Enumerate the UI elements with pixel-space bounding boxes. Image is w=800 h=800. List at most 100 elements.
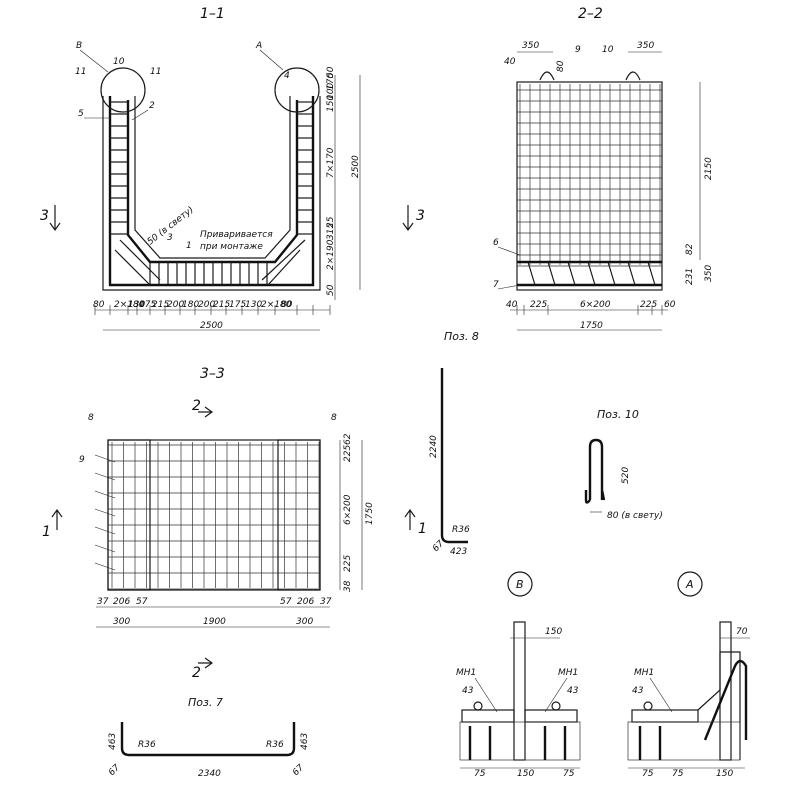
right-wall-stirrups (297, 101, 313, 235)
dim-value: 80 (93, 300, 105, 310)
mark-3: 3 (167, 233, 173, 243)
dim-value: 225 (343, 445, 353, 462)
position-7-detail: Поз. 7 463 463 R36 R36 2340 67 67 (107, 696, 310, 779)
section-title: 2–2 (578, 6, 603, 22)
cut-arrow (51, 508, 63, 530)
leader (131, 109, 149, 121)
leader (79, 49, 109, 73)
dim-value: 130 (245, 300, 262, 310)
leader (649, 677, 673, 713)
dim-value: 6×200 (580, 300, 611, 310)
dim-value: 215 (152, 300, 169, 310)
plate-label: МН1 (456, 668, 476, 678)
mark-6: 6 (493, 238, 499, 248)
dim-150: 150 (545, 627, 562, 637)
mark-7: 7 (493, 280, 499, 290)
post (513, 621, 526, 761)
dim-value: 38 (343, 580, 353, 592)
dim-value: 300 (113, 617, 130, 627)
total-length: 1750 (365, 502, 375, 525)
node-a-circle (274, 67, 320, 113)
loop-bar (703, 659, 748, 741)
node-b-circle (100, 67, 146, 113)
cut-arrow (402, 205, 414, 232)
leader (94, 544, 116, 553)
cut-3-left: 3 (40, 208, 49, 224)
bar-section (551, 701, 561, 711)
dim-value: 80 (281, 300, 293, 310)
mark-5: 5 (78, 109, 84, 119)
dim-value: 130 (128, 300, 145, 310)
mark-10: 10 (113, 57, 125, 67)
anchor-bars (468, 726, 567, 760)
dim-value: 2500 (351, 155, 361, 178)
mesh-grid (517, 84, 662, 287)
dim-350: 350 (637, 41, 654, 51)
dim-value: 150 (326, 95, 336, 112)
bar-poz7 (120, 722, 296, 757)
dim-520: 520 (621, 467, 631, 484)
mark-2: 2 (149, 101, 155, 111)
dim-value: 62 (343, 433, 353, 445)
mark-8: 8 (88, 413, 94, 423)
dim-value: 50 (326, 284, 336, 296)
leader (474, 677, 498, 713)
position-10-detail: Поз. 10 520 80 (в свету) (584, 408, 663, 521)
dim-value: 57 (280, 597, 292, 607)
cut-arrow (49, 205, 61, 232)
dim-40: 40 (504, 57, 516, 67)
dim-value: 215 (213, 300, 230, 310)
cut-2-bottom: 2 (192, 665, 201, 681)
mark-1: 1 (186, 241, 192, 251)
left-wall-stirrups (110, 101, 128, 235)
dim-value: 175 (139, 300, 156, 310)
plan-outline (107, 439, 321, 591)
dim-value: 50 (326, 66, 336, 78)
dim-value: 300 (296, 617, 313, 627)
cut-arrow (198, 657, 214, 669)
dim-value: 75 (563, 769, 575, 779)
dim-value: 2×190 (326, 239, 336, 270)
bar-poz8 (440, 368, 468, 544)
dim-value: 170 (326, 73, 336, 90)
plate-left (461, 709, 515, 723)
dim-value: 2×180 (114, 300, 145, 310)
dim-43: 43 (632, 686, 644, 696)
radius: R36 (138, 740, 156, 750)
dim-value: 200 (167, 300, 184, 310)
leader (94, 526, 116, 535)
dim-value: 225 (640, 300, 657, 310)
leader (94, 562, 116, 571)
dim-2150: 2150 (704, 157, 714, 180)
section-1-1: 1–1 В А 11 10 11 4 5 2 3 1 Приваривается… (40, 6, 425, 331)
total-width: 2500 (200, 321, 223, 331)
position-8-detail: Поз. 8 2240 R36 423 67 (429, 330, 479, 557)
dim-value: 75 (672, 769, 684, 779)
weld-note: при монтаже (200, 242, 263, 252)
mark-9: 9 (575, 45, 581, 55)
plate-right (524, 709, 578, 723)
hunch-bars (114, 239, 306, 286)
cut-1-right: 1 (418, 521, 427, 537)
leader (94, 472, 116, 481)
dim-value: 2×180 (261, 300, 292, 310)
mark-8: 8 (331, 413, 337, 423)
dim-value: 200 (198, 300, 215, 310)
node-label-circle (677, 571, 703, 597)
bar-section (473, 701, 483, 711)
position-title: Поз. 8 (444, 330, 479, 343)
cut-arrow (198, 406, 214, 418)
leader (94, 490, 116, 499)
leader (544, 677, 568, 713)
mark-10: 10 (602, 45, 614, 55)
cut-1-left: 1 (42, 524, 51, 540)
dim-value: 37 (97, 597, 109, 607)
